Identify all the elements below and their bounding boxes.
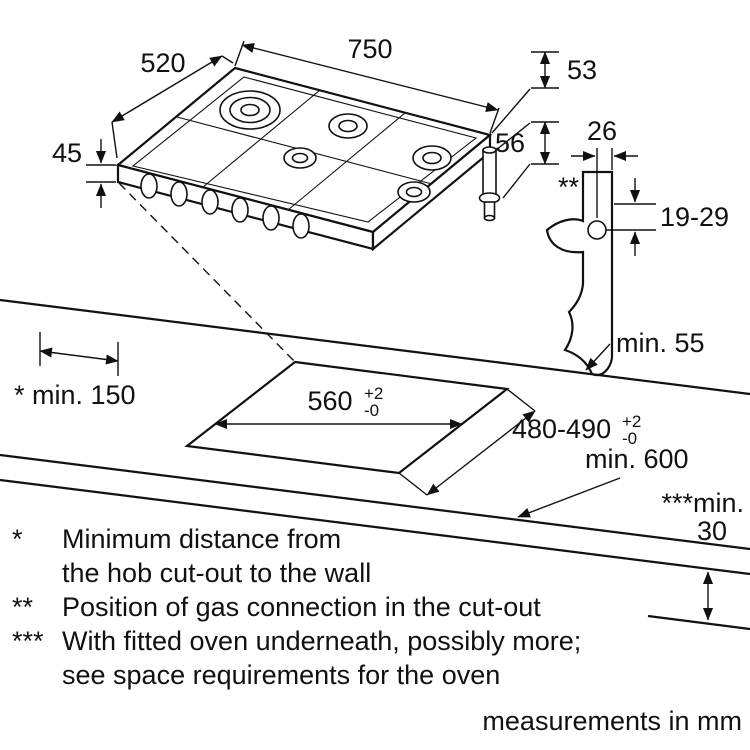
gas-pipe-end [483,214,496,222]
dim-label-750: 750 [347,34,392,64]
control-knob [292,213,310,239]
control-knob [201,189,219,215]
dim-label-480-490: 480-490 [512,414,611,444]
dimension-53: 53 [491,51,597,134]
arrow-line [517,477,621,518]
burner-cap [291,152,309,164]
burner [412,145,452,171]
worktop-bottom-edge [0,478,750,576]
dim-label-min600: min. 600 [585,444,689,474]
oven-clearance-line [647,614,750,631]
dim-label-53: 53 [567,55,597,85]
footnote-1-line-1: Minimum distance from [62,524,341,554]
dim-label-560-tol-plus: +2 [364,384,383,403]
dimension-560: 560 +2 -0 [214,384,463,430]
footnote-2-line-1: Position of gas connection in the cut-ou… [62,592,541,622]
dim-label-min150: * min. 150 [14,380,136,410]
control-knob [140,173,158,199]
burner-cap [422,151,442,165]
dim-label-45: 45 [52,138,82,168]
dim-label-19-29: 19-29 [660,202,729,232]
gas-pipe [478,146,501,222]
extension-line [506,388,536,412]
dim-label-min55: min. 55 [616,328,705,358]
dimension-520: 520 [111,48,234,159]
burner-cap [338,119,358,133]
burner-cap [405,186,423,198]
dimension-line [426,410,536,496]
footnotes: * Minimum distance from the hob cut-out … [12,524,581,690]
burner [328,113,368,139]
units-caption: measurements in mm [482,706,742,736]
dimension-480-490: 480-490 +2 -0 [398,388,641,496]
extension-line [221,55,234,64]
cutout-section-bracket [545,170,614,377]
dim-label-560-tol-minus: -0 [364,401,379,420]
dimension-line [111,55,223,123]
dimension-min55: min. 55 [585,328,705,371]
worktop-cutout [184,360,510,475]
extension-line [398,472,428,496]
extension-line [495,122,531,151]
footnote-1-line-2: the hob cut-out to the wall [62,558,371,588]
burner-large [219,90,281,130]
burner [283,147,317,169]
dim-label-56: 56 [495,128,525,158]
control-knob [262,205,280,231]
burner-cap [240,103,260,117]
dimension-min150: * min. 150 [14,332,136,410]
dimension-750: 750 [234,34,500,134]
dim-label-min30-value: 30 [697,516,727,546]
dim-label-480-tol-minus: -0 [622,429,637,448]
dimension-45: 45 [52,138,116,208]
footnote-marker-3: *** [12,626,44,656]
dimension-line [241,43,499,112]
dimension-26: 26 [571,116,638,218]
footnote-marker-1: * [12,524,23,554]
worktop-back-edge [0,298,750,396]
burner [397,181,431,203]
dim-label-26: 26 [587,116,617,146]
extension-line [491,88,531,134]
gas-connection-detail: 26 19-29 ** min. 55 [545,116,729,377]
dimension-56: 56 [495,121,559,199]
control-knob [231,197,249,223]
gas-note-marker: ** [558,172,580,202]
footnote-3-line-1: With fitted oven underneath, possibly mo… [62,626,581,656]
dim-label-480-tol-plus: +2 [622,412,641,431]
alignment-dashed-line [118,182,296,363]
footnote-3-line-2: see space requirements for the oven [62,660,500,690]
extension-line [502,163,531,199]
dim-label-560: 560 [307,386,352,416]
extension-line [489,107,500,134]
footnote-marker-2: ** [12,592,34,622]
gas-connection-point [587,220,607,240]
dim-label-520: 520 [140,48,185,78]
arrow-line [585,343,611,371]
dimension-line [39,347,119,365]
extension-line [111,121,118,159]
dimension-min600: min. 600 [517,444,689,518]
dimension-19-29: 19-29 [606,178,729,256]
control-knob [170,181,188,207]
dim-label-min30-prefix: ***min. [661,488,744,518]
dimension-min30: ***min. 30 [661,488,744,621]
worktop-front-edge [0,453,750,551]
